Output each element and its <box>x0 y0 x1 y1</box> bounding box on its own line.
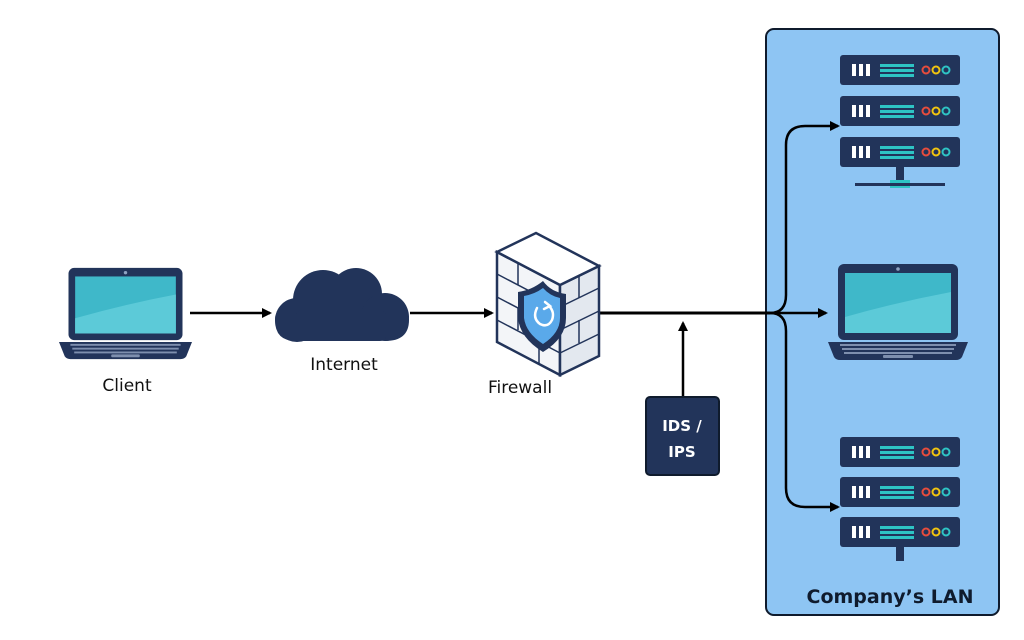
cloud-icon <box>275 268 409 342</box>
client-label: Client <box>102 376 152 396</box>
branch-top-arrow <box>769 121 840 315</box>
ids-label-line2: IPS <box>668 443 695 461</box>
branch-bottom-arrow <box>769 311 840 512</box>
lan-label: Company’s LAN <box>807 586 974 608</box>
server-rack-bottom-icon <box>839 436 961 561</box>
ids-label-line1: IDS / <box>662 417 702 435</box>
server-rack-top-icon <box>839 54 961 188</box>
client-laptop-icon <box>59 267 192 360</box>
lan-laptop-icon <box>828 264 968 360</box>
firewall-icon <box>494 231 602 378</box>
internet-label: Internet <box>310 355 378 375</box>
ids-ips-box: IDS / IPS <box>645 396 720 476</box>
firewall-label: Firewall <box>488 378 552 398</box>
